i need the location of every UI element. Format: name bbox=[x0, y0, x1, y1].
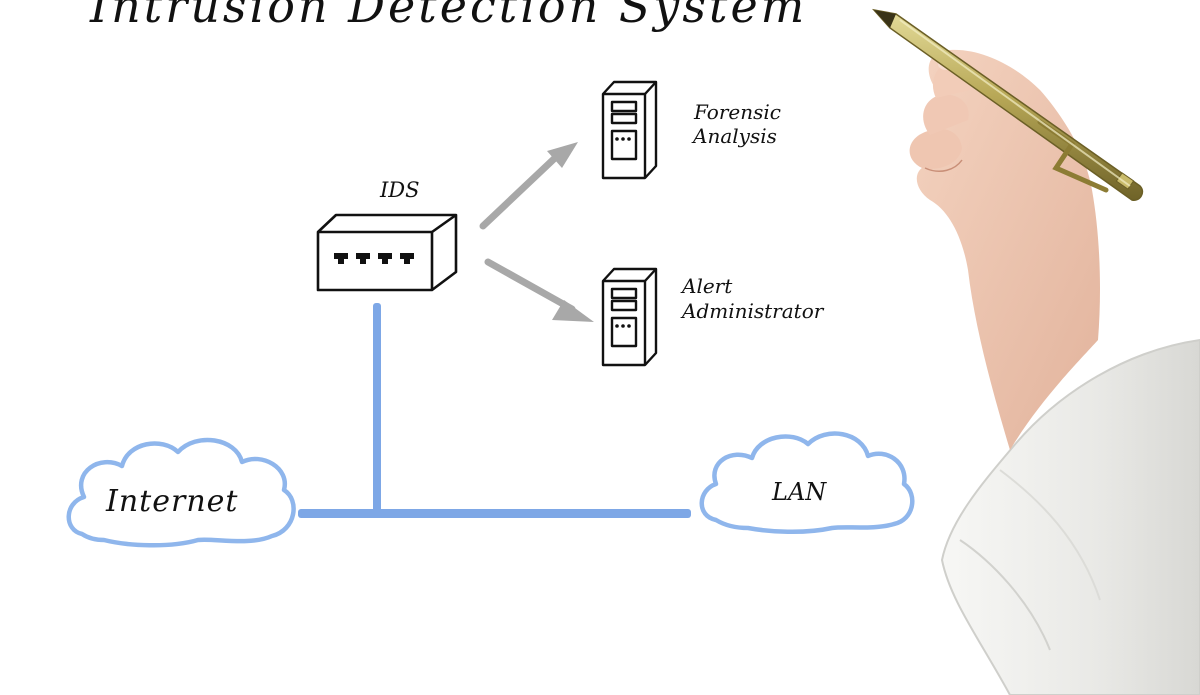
ids-uplink-line bbox=[373, 303, 381, 518]
forensic-node: Forensic Analysis bbox=[601, 80, 781, 180]
alert-node: Alert Administrator bbox=[601, 267, 825, 367]
hand-shape bbox=[916, 49, 1100, 451]
hand-icon bbox=[909, 49, 1200, 695]
pen-icon bbox=[871, 8, 1144, 201]
forensic-label-line1: Forensic bbox=[693, 100, 781, 124]
arrow-to-forensic bbox=[479, 142, 578, 230]
lan-label: LAN bbox=[771, 478, 827, 506]
alert-label-line2: Administrator bbox=[680, 299, 825, 323]
ids-label: IDS bbox=[379, 178, 420, 202]
forensic-label-line2: Analysis bbox=[691, 124, 777, 148]
network-switch-icon bbox=[316, 213, 458, 292]
sleeve-shape bbox=[940, 338, 1200, 695]
internet-node: Internet bbox=[66, 437, 296, 548]
internet-label: Internet bbox=[105, 484, 238, 519]
internet-lan-line bbox=[298, 509, 691, 518]
ids-node: IDS bbox=[316, 178, 458, 292]
alert-label-line1: Alert bbox=[680, 274, 733, 298]
diagram-title: Intrusion Detection System bbox=[89, 0, 807, 33]
lan-node: LAN bbox=[699, 431, 915, 534]
arrow-to-alert bbox=[484, 258, 594, 322]
lan-cloud-shape bbox=[699, 431, 915, 534]
internet-cloud-shape bbox=[66, 437, 296, 548]
server-tower-icon bbox=[601, 267, 658, 367]
server-tower-icon bbox=[601, 80, 658, 180]
ids-arrows bbox=[479, 142, 594, 322]
network-lines bbox=[298, 303, 691, 518]
